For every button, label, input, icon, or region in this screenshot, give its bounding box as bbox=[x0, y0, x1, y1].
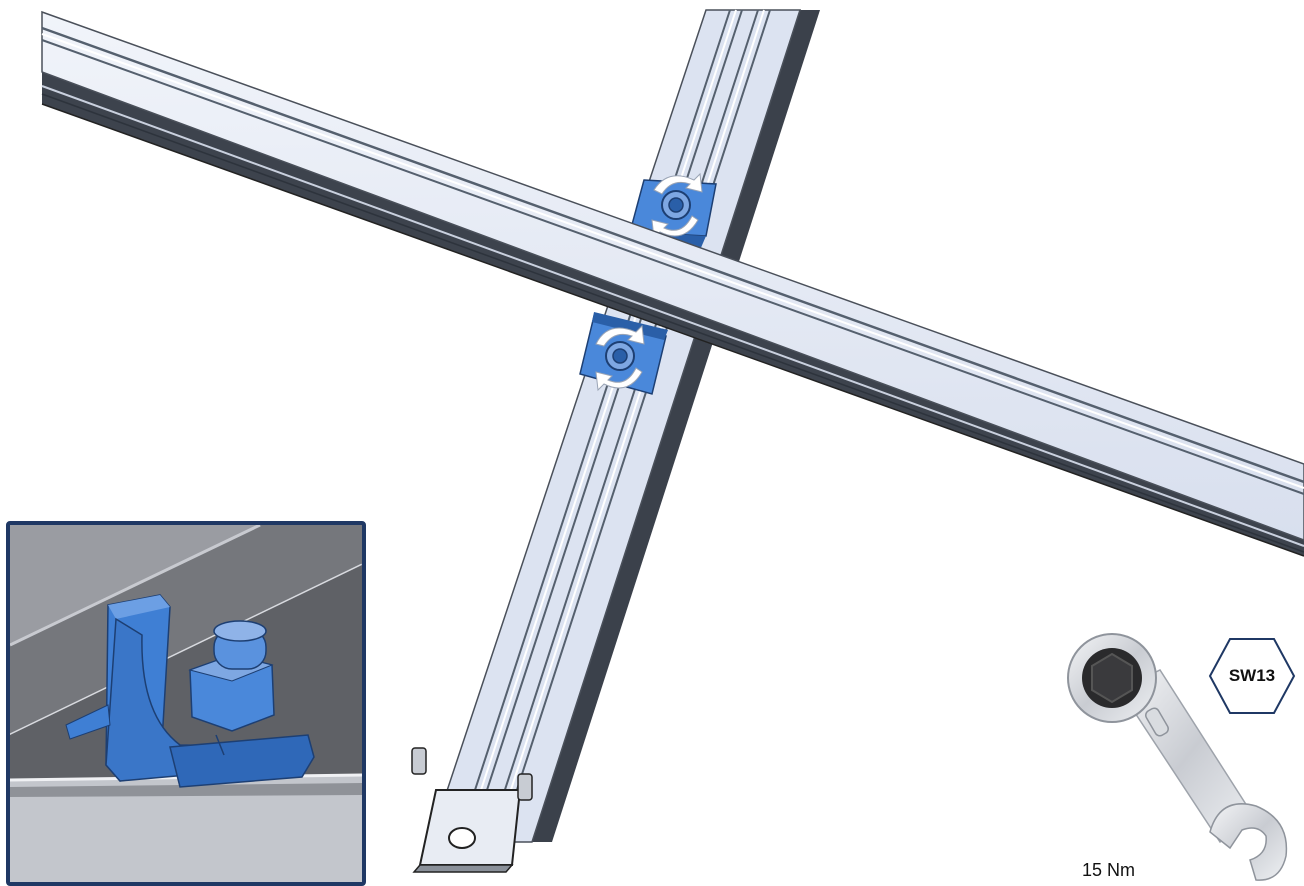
lower-clamp bbox=[579, 312, 668, 395]
clamp-detail-drawing bbox=[10, 525, 362, 882]
clamp-detail-inset bbox=[6, 521, 366, 886]
torque-value-label: 15 Nm bbox=[1082, 860, 1136, 880]
lower-rail bbox=[411, 9, 820, 873]
tool-specification: SW13 15 Nm bbox=[1060, 610, 1304, 886]
ratchet-wrench-icon bbox=[1067, 633, 1296, 881]
upper-rail bbox=[41, 10, 1304, 557]
wrench-size-label: SW13 bbox=[1228, 666, 1276, 685]
